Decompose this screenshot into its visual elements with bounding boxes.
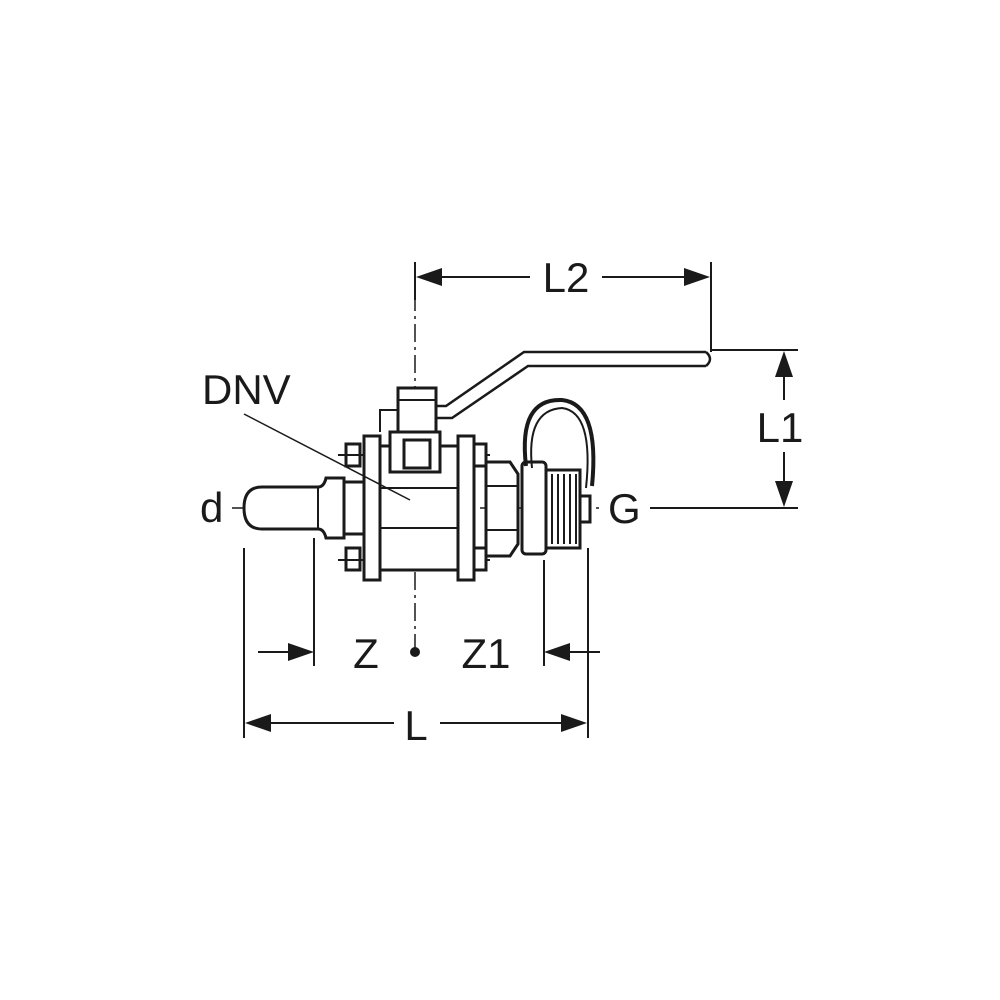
handle-grip-end [705,351,712,367]
cap-strap-inner [530,406,589,489]
valve-body [242,397,596,582]
dimension-z-z1: Z Z1 [243,538,600,738]
cap-nut [520,460,548,556]
center-lines [232,262,798,652]
l1-arrow-bottom [775,481,793,507]
fitting-collar [342,480,366,536]
handle-lever-top [436,350,706,408]
z1-arrow [544,643,570,661]
left-flange [362,434,382,582]
g-label: G [608,485,641,532]
stem-nut [402,438,432,470]
dnv-label: DNV [202,366,291,413]
dimension-l2: L2 [414,254,712,352]
right-upper-bolt-nut [472,442,488,468]
center-point-dot [410,647,420,657]
z-label: Z [353,630,379,677]
dnv-callout: DNV [202,366,411,501]
dimension-l: L [245,702,587,749]
l2-arrow-right [684,268,710,286]
right-lower-bolt-nut [472,546,488,572]
threaded-body [484,460,520,558]
cap-strap [522,397,596,487]
l2-arrow-left [416,268,442,286]
z-arrow [288,643,314,661]
l1-label: L1 [757,404,804,451]
handle-lever-bottom [436,364,706,420]
l1-arrow-top [775,351,793,377]
l-label: L [404,702,427,749]
stem-top [396,386,438,434]
d-label: d [200,484,223,531]
l-arrow-right [561,714,587,732]
handle-stop [379,409,398,432]
l2-label: L2 [543,254,590,301]
right-flange [456,434,476,582]
cap-end [578,494,592,524]
z1-label: Z1 [461,630,510,677]
cap-knurling [551,474,577,544]
valve-handle [379,350,712,434]
press-fitting-end [242,476,346,540]
dimension-l1: L1 [712,349,804,507]
l-arrow-left [245,714,271,732]
dnv-leader-line [243,413,411,501]
